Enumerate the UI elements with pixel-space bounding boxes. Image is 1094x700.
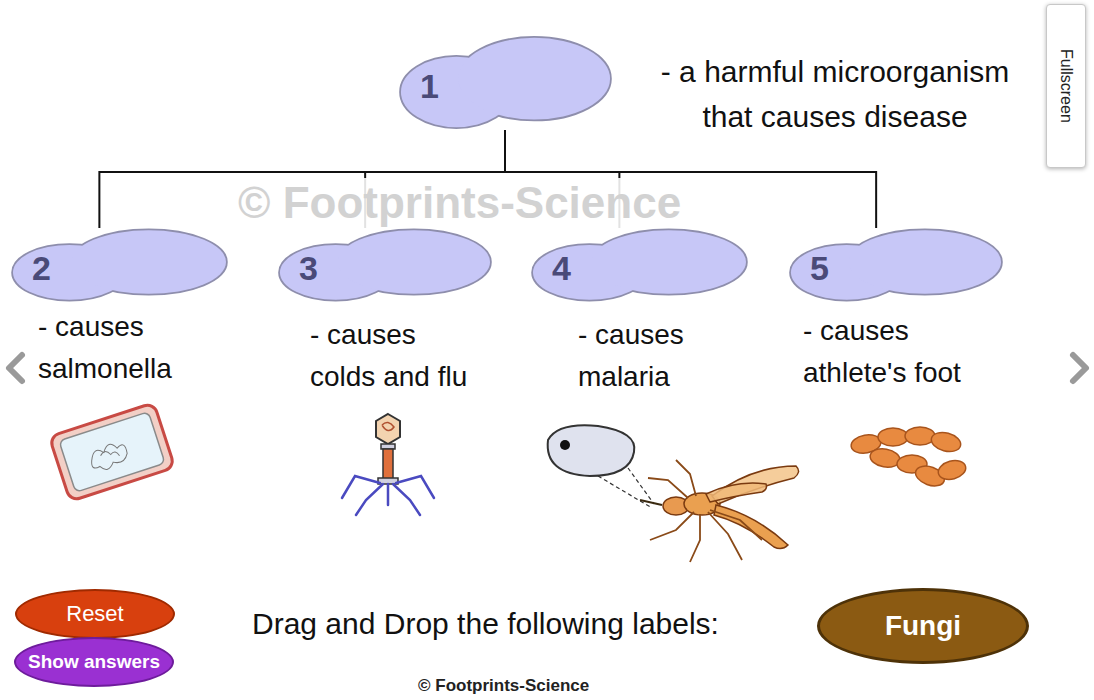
copyright: © Footprints-Science — [418, 676, 589, 696]
cloud-node: 1- a harmful microorganism that causes d… — [398, 35, 612, 130]
fullscreen-tab: Fullscreen — [1046, 4, 1086, 168]
callout-number: 3 — [299, 251, 318, 285]
cloud-node: 4- causes malaria — [530, 228, 748, 302]
cloud-node: 3- causes colds and flu — [277, 228, 492, 302]
label-text: Reset — [66, 601, 123, 627]
petri-dish — [49, 403, 175, 502]
node-description: - a harmful microorganism that causes di… — [640, 49, 1030, 139]
node-description: - causes colds and flu — [310, 314, 486, 398]
callout-number: 4 — [552, 251, 571, 285]
tree-connector — [505, 130, 619, 228]
label-text: © Footprints-Science — [418, 676, 589, 695]
instruction-text: Drag and Drop the following labels: — [252, 607, 719, 641]
plasmodium-cell — [548, 425, 654, 508]
draggable-label: Fungi — [817, 588, 1029, 664]
mosquito — [640, 460, 799, 562]
label-text: Show answers — [28, 651, 160, 673]
tree-connector — [505, 130, 876, 228]
virus-icon — [342, 414, 434, 515]
show-answers-button: Show answers — [14, 637, 174, 687]
label-text: Fullscreen — [1057, 49, 1075, 123]
node-description: - causes salmonella — [38, 306, 210, 390]
fungi-spores — [850, 427, 968, 490]
tree-connector — [99, 130, 505, 228]
watermark: © Footprints-Science — [232, 178, 687, 228]
cloud-node: 5- causes athlete's foot — [788, 228, 1003, 302]
callout-number: 1 — [420, 69, 439, 103]
node-description: - causes malaria — [578, 314, 748, 398]
next-chevron — [1073, 355, 1086, 381]
prev-chevron — [9, 355, 22, 381]
callout-number: 5 — [810, 251, 829, 285]
tree-connector — [365, 130, 505, 228]
label-text: Fungi — [885, 610, 961, 642]
node-description: - causes athlete's foot — [803, 310, 1018, 394]
reset-button: Reset — [15, 589, 175, 639]
callout-number: 2 — [32, 251, 51, 285]
label-text: Drag and Drop the following labels: — [252, 607, 719, 640]
cloud-node: 2- causes salmonella — [10, 228, 228, 302]
label-text: © Footprints-Science — [238, 178, 681, 227]
